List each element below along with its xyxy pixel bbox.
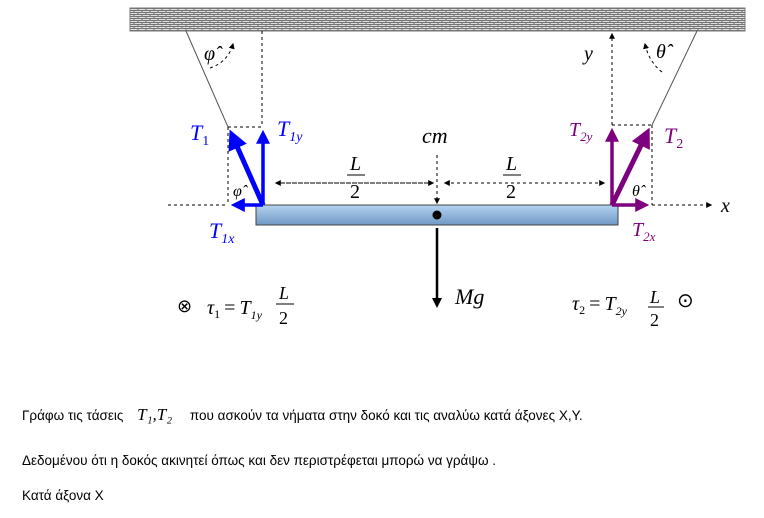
svg-text:2: 2	[650, 310, 659, 330]
phi-hat-bottom: φ̂	[233, 183, 248, 200]
text-line-3: Κατά άξονα X	[22, 488, 104, 503]
two-left: 2	[350, 181, 360, 203]
tensions-math: T₁,T₂	[137, 405, 173, 424]
ceiling	[129, 7, 746, 32]
svg-text:τ1=T1y: τ1=T1y	[207, 297, 263, 322]
guide-lines	[168, 31, 713, 208]
L-left: L	[349, 153, 361, 175]
two-right: 2	[506, 181, 516, 203]
x-axis-label: x	[720, 195, 730, 217]
svg-text:2: 2	[279, 308, 288, 328]
text-line-1: Γράφω τις τάσεις T₁,T₂ που ασκούν τα νήμ…	[22, 405, 583, 424]
theta-hat-bottom: θ̂	[632, 183, 646, 200]
T1y-label: T1y	[277, 116, 303, 145]
out-of-page-symbol: ⊙	[677, 290, 694, 312]
y-axis-label: y	[582, 43, 593, 65]
Mg-label: Mg	[454, 284, 484, 309]
left-string	[185, 30, 229, 128]
T2-arrow	[609, 127, 650, 207]
svg-text:L: L	[278, 283, 289, 303]
T1-arrow	[228, 129, 266, 207]
cm-label: cm	[422, 123, 448, 148]
T1-label: T1	[190, 120, 209, 149]
L-right: L	[505, 153, 517, 175]
T2y-label: T2y	[569, 119, 593, 144]
into-page-symbol: ⊗	[177, 296, 192, 316]
T2-vectors	[605, 127, 650, 212]
torque1-equation: ⊗ τ1=T1y L 2	[177, 283, 294, 328]
svg-text:τ2=T2y: τ2=T2y	[572, 293, 628, 318]
phi-hat-top: φ̂	[204, 43, 223, 65]
text-line-2: Δεδομένου ότι η δοκός ακινητεί όπως και …	[22, 453, 497, 468]
right-string	[651, 30, 698, 126]
T1-vectors	[228, 129, 270, 212]
theta-hat-top: θ̂	[656, 41, 674, 63]
T2-label: T2	[664, 123, 683, 152]
center-of-mass-dot	[432, 210, 442, 220]
T1x-label: T1x	[209, 218, 235, 247]
T2x-label: T2x	[632, 219, 656, 244]
torque2-equation: τ2=T2y L 2 ⊙	[572, 287, 694, 330]
svg-text:L: L	[649, 287, 660, 307]
